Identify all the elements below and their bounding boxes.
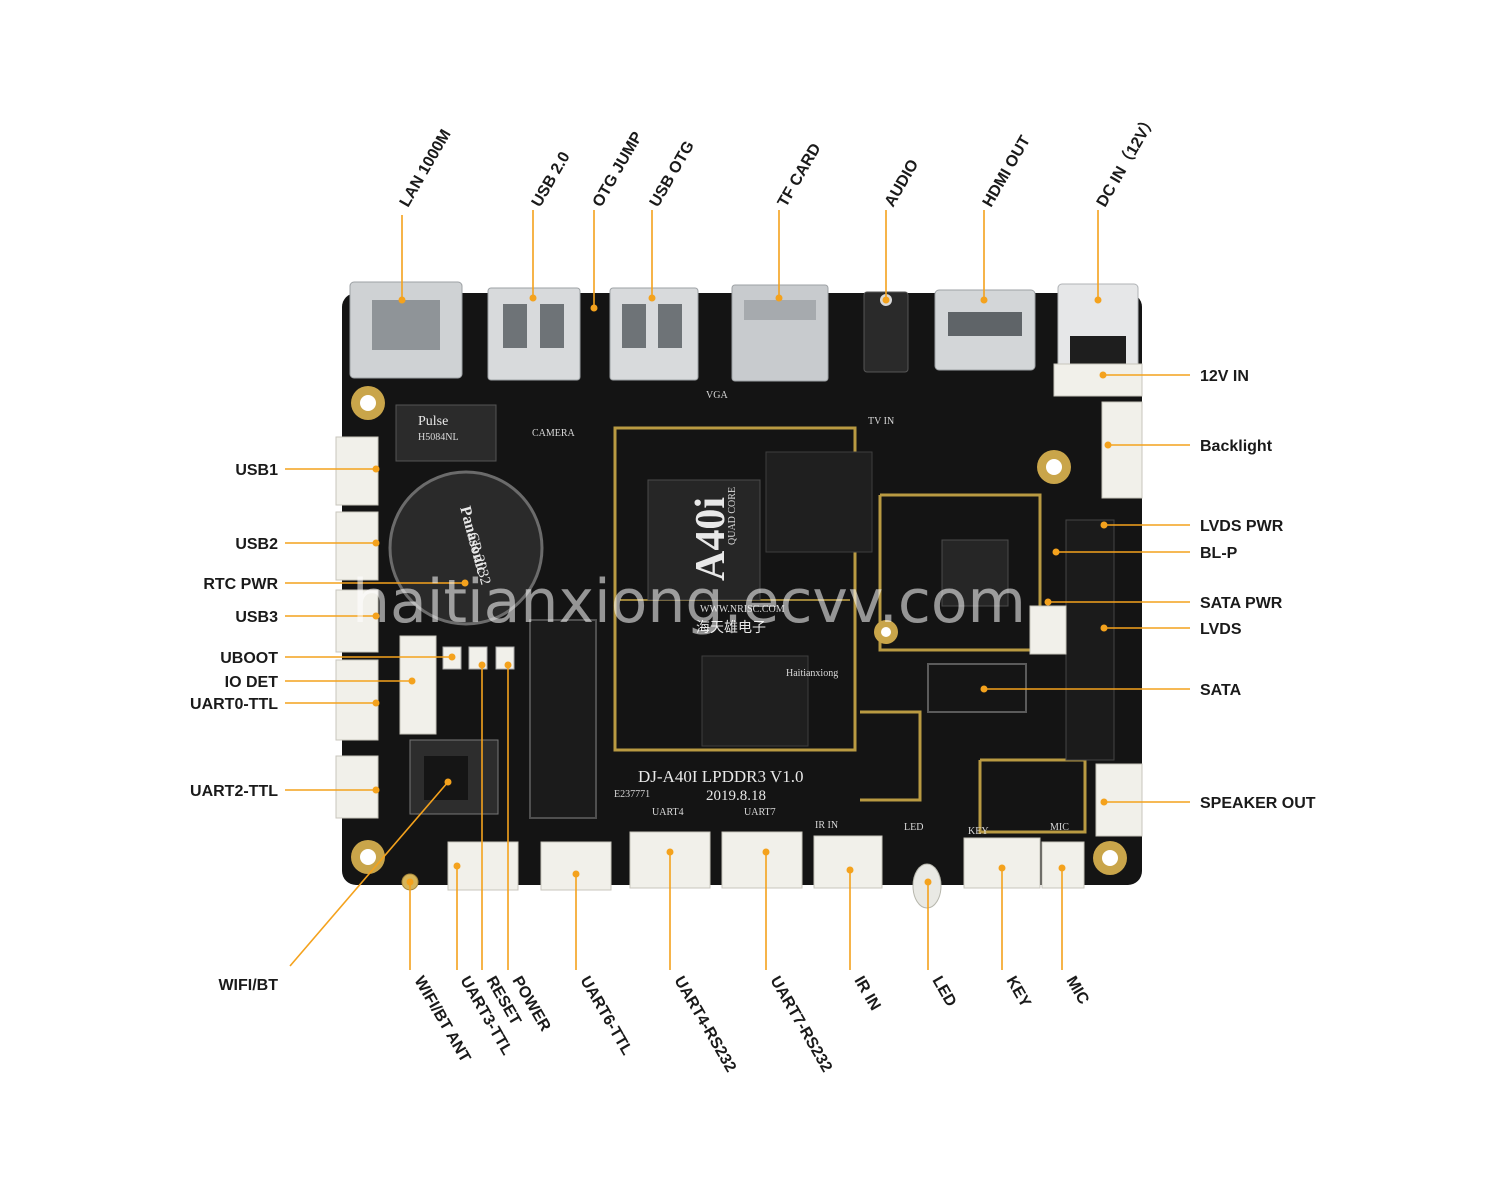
silk-uart7: UART7 [744,807,776,818]
sata-connector [927,663,1027,713]
usb2-connector [335,511,379,581]
lan-jack [349,281,463,379]
mounting-hole [1037,450,1071,484]
mounting-hole [1093,841,1127,875]
label-rtc-pwr: RTC PWR [203,576,278,593]
lvds-chip [941,539,1009,607]
leader-lines [285,210,1190,970]
rtc-battery: Panasonic CR 2032 [388,470,544,626]
ir-connector [813,835,883,889]
label-uart2-ttl: UART2-TTL [190,783,278,800]
silk-tv-in: TV IN [868,416,894,427]
label-usb-2-0: USB 2.0 [529,149,574,210]
label-lan-1000m: LAN 1000M [397,127,455,210]
label-12v-in: 12V IN [1200,368,1249,385]
usb20-port [487,287,581,381]
audio-jack [863,291,909,373]
brand-cn: 海天雄电子 [696,620,766,636]
silk-vga: VGA [706,390,728,401]
mpcie-slot [529,619,597,819]
12v-in-connector [1053,363,1143,397]
label-uart6-ttl: UART6-TTL [577,974,636,1059]
label-usb2: USB2 [235,536,278,553]
uart2-connector [335,755,379,819]
label-uart7-rs232: UART7-RS232 [767,974,836,1076]
silk-uart4: UART4 [652,807,684,818]
soc-chip: A40i QUAD CORE [647,479,761,601]
lvds-header [1065,519,1115,761]
label-usb1: USB1 [235,462,278,479]
label-bl-p: BL-P [1200,545,1238,562]
silk-camera: CAMERA [532,428,576,439]
label-io-det: IO DET [225,674,279,691]
label-lvds: LVDS [1200,621,1242,638]
label-backlight: Backlight [1200,438,1273,455]
label-ir-in: IR IN [851,974,884,1014]
mounting-hole [351,840,385,874]
hdmi-port [934,289,1036,371]
board-date: 2019.8.18 [706,788,766,804]
wifi-module [409,739,499,815]
label-led: LED [929,974,960,1010]
board-model: DJ-A40I LPDDR3 V1.0 [638,767,803,786]
tf-card-slot [731,284,829,382]
magnetics-brand: Pulse [418,414,448,429]
label-dc-in: DC IN（12V） [1093,111,1161,210]
ram-chip [701,655,809,747]
label-uart4-rs232: UART4-RS232 [671,974,740,1076]
usb3-connector [335,589,379,653]
label-lvds-pwr: LVDS PWR [1200,518,1284,535]
silk-ir-in: IR IN [815,820,838,831]
label-wifi-bt: WIFI/BT [218,977,278,994]
label-usb-otg: USB OTG [647,138,698,210]
label-audio: AUDIO [882,157,923,210]
silk-mic: MIC [1050,822,1069,833]
label-speaker-out: SPEAKER OUT [1200,795,1316,812]
io-det-connector [399,635,437,735]
label-usb3: USB3 [235,609,278,626]
label-uart0-ttl: UART0-TTL [190,696,278,713]
emmc-chip [765,451,873,553]
usb-otg-port [609,287,699,381]
board-site: WWW.NRISC.COM [700,604,785,615]
label-sata-pwr: SATA PWR [1200,595,1283,612]
label-hdmi-out: HDMI OUT [980,133,1034,210]
soc-subtitle: QUAD CORE [727,487,738,545]
label-uboot: UBOOT [220,650,278,667]
label-key: KEY [1003,974,1034,1011]
label-tf-card: TF CARD [775,141,825,210]
mounting-hole [874,620,898,644]
led-part [912,863,942,909]
brand-en: Haitianxiong [786,668,838,679]
label-sata: SATA [1200,682,1242,699]
backlight-connector [1101,401,1143,499]
magnetics-part: H5084NL [418,432,459,443]
mounting-hole [351,386,385,420]
uart7-connector [721,831,803,889]
ethernet-transformer: Pulse H5084NL [395,404,497,462]
uart0-connector [335,659,379,741]
usb1-connector [335,436,379,506]
soc-name: A40i [688,497,734,581]
label-mic: MIC [1063,974,1093,1008]
label-otg-jump: OTG JUMP [590,129,647,210]
watermark: haitianxiong.ecvv.com [352,567,1026,637]
sata-pwr-connector [1029,605,1067,655]
silk-led: LED [904,822,923,833]
silk-key: KEY [968,826,989,837]
board-cert: E237771 [614,789,650,800]
